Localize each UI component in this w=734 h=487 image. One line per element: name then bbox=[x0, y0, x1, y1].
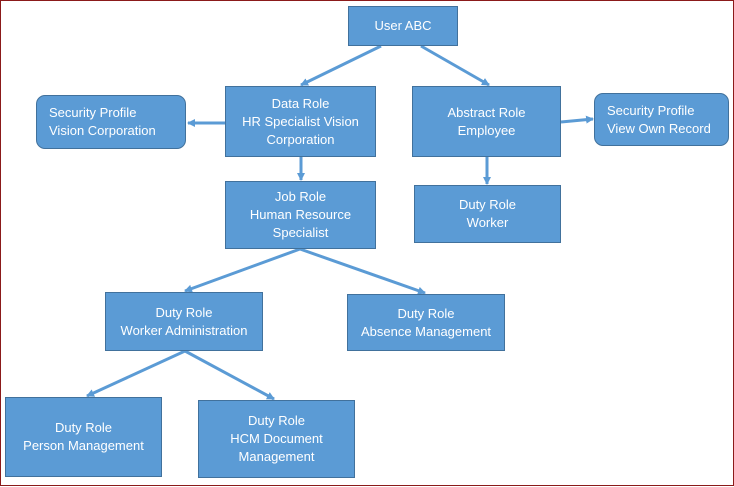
node-duty-worker-administration: Duty Role Worker Administration bbox=[105, 292, 263, 351]
node-user-line-1: User ABC bbox=[374, 18, 432, 33]
node-security-profile-vision-line-1: Security Profile bbox=[49, 105, 137, 120]
node-data-role: Data Role HR Specialist Vision Corporati… bbox=[225, 86, 376, 157]
node-duty-hcm-document-management: Duty Role HCM Document Management bbox=[198, 400, 355, 478]
node-duty-absence-management: Duty Role Absence Management bbox=[347, 294, 505, 351]
node-job-role: Job Role Human Resource Specialist bbox=[225, 181, 376, 249]
node-duty-worker-line-1: Duty Role bbox=[458, 197, 517, 212]
node-duty-absence-line-2: Absence Management bbox=[360, 323, 492, 339]
node-user: User ABC bbox=[348, 6, 458, 46]
node-duty-person-management: Duty Role Person Management bbox=[5, 397, 162, 477]
node-security-profile-own-record: Security Profile View Own Record bbox=[594, 93, 729, 146]
node-job-role-line-3: Specialist bbox=[272, 225, 329, 240]
node-security-profile-vision-line-2: Vision Corporation bbox=[49, 123, 156, 138]
node-duty-worker-admin-line-2: Worker Administration bbox=[120, 322, 248, 338]
node-duty-worker-admin-line-1: Duty Role bbox=[155, 304, 213, 320]
connector-abstract-role-to-sec-profile-own bbox=[560, 115, 594, 124]
node-abstract-role-line-2: Employee bbox=[457, 122, 516, 138]
node-abstract-role: Abstract Role Employee bbox=[412, 86, 561, 157]
node-duty-worker: Duty Role Worker bbox=[414, 185, 561, 243]
node-duty-person-line-1: Duty Role bbox=[54, 420, 113, 435]
node-duty-person-line-2: Person Management bbox=[23, 438, 144, 453]
node-security-profile-own-line-2: View Own Record bbox=[607, 120, 711, 136]
node-data-role-line-3: Corporation bbox=[266, 131, 335, 147]
connector-duty-worker-admin-to-duty-hcm bbox=[184, 349, 275, 401]
connector-user-to-data-role bbox=[300, 44, 382, 87]
node-abstract-role-line-1: Abstract Role bbox=[447, 104, 526, 120]
node-duty-hcm-line-3: Management bbox=[238, 449, 315, 464]
connector-user-to-abstract-role bbox=[420, 44, 490, 87]
connector-job-role-to-duty-worker-admin bbox=[184, 247, 301, 293]
connector-job-role-to-duty-absence bbox=[299, 247, 426, 295]
node-duty-worker-line-2: Worker bbox=[466, 215, 509, 230]
node-job-role-line-2: Human Resource bbox=[249, 207, 352, 222]
node-security-profile-own-line-1: Security Profile bbox=[607, 102, 695, 118]
node-security-profile-vision: Security Profile Vision Corporation bbox=[36, 95, 186, 149]
node-data-role-line-2: HR Specialist Vision bbox=[242, 113, 359, 129]
node-duty-hcm-line-1: Duty Role bbox=[247, 413, 306, 428]
node-duty-absence-line-1: Duty Role bbox=[397, 305, 455, 321]
connector-duty-worker-admin-to-duty-person bbox=[86, 349, 186, 398]
node-duty-hcm-line-2: HCM Document bbox=[230, 431, 323, 446]
node-job-role-line-1: Job Role bbox=[274, 189, 327, 204]
node-data-role-line-1: Data Role bbox=[271, 95, 330, 111]
